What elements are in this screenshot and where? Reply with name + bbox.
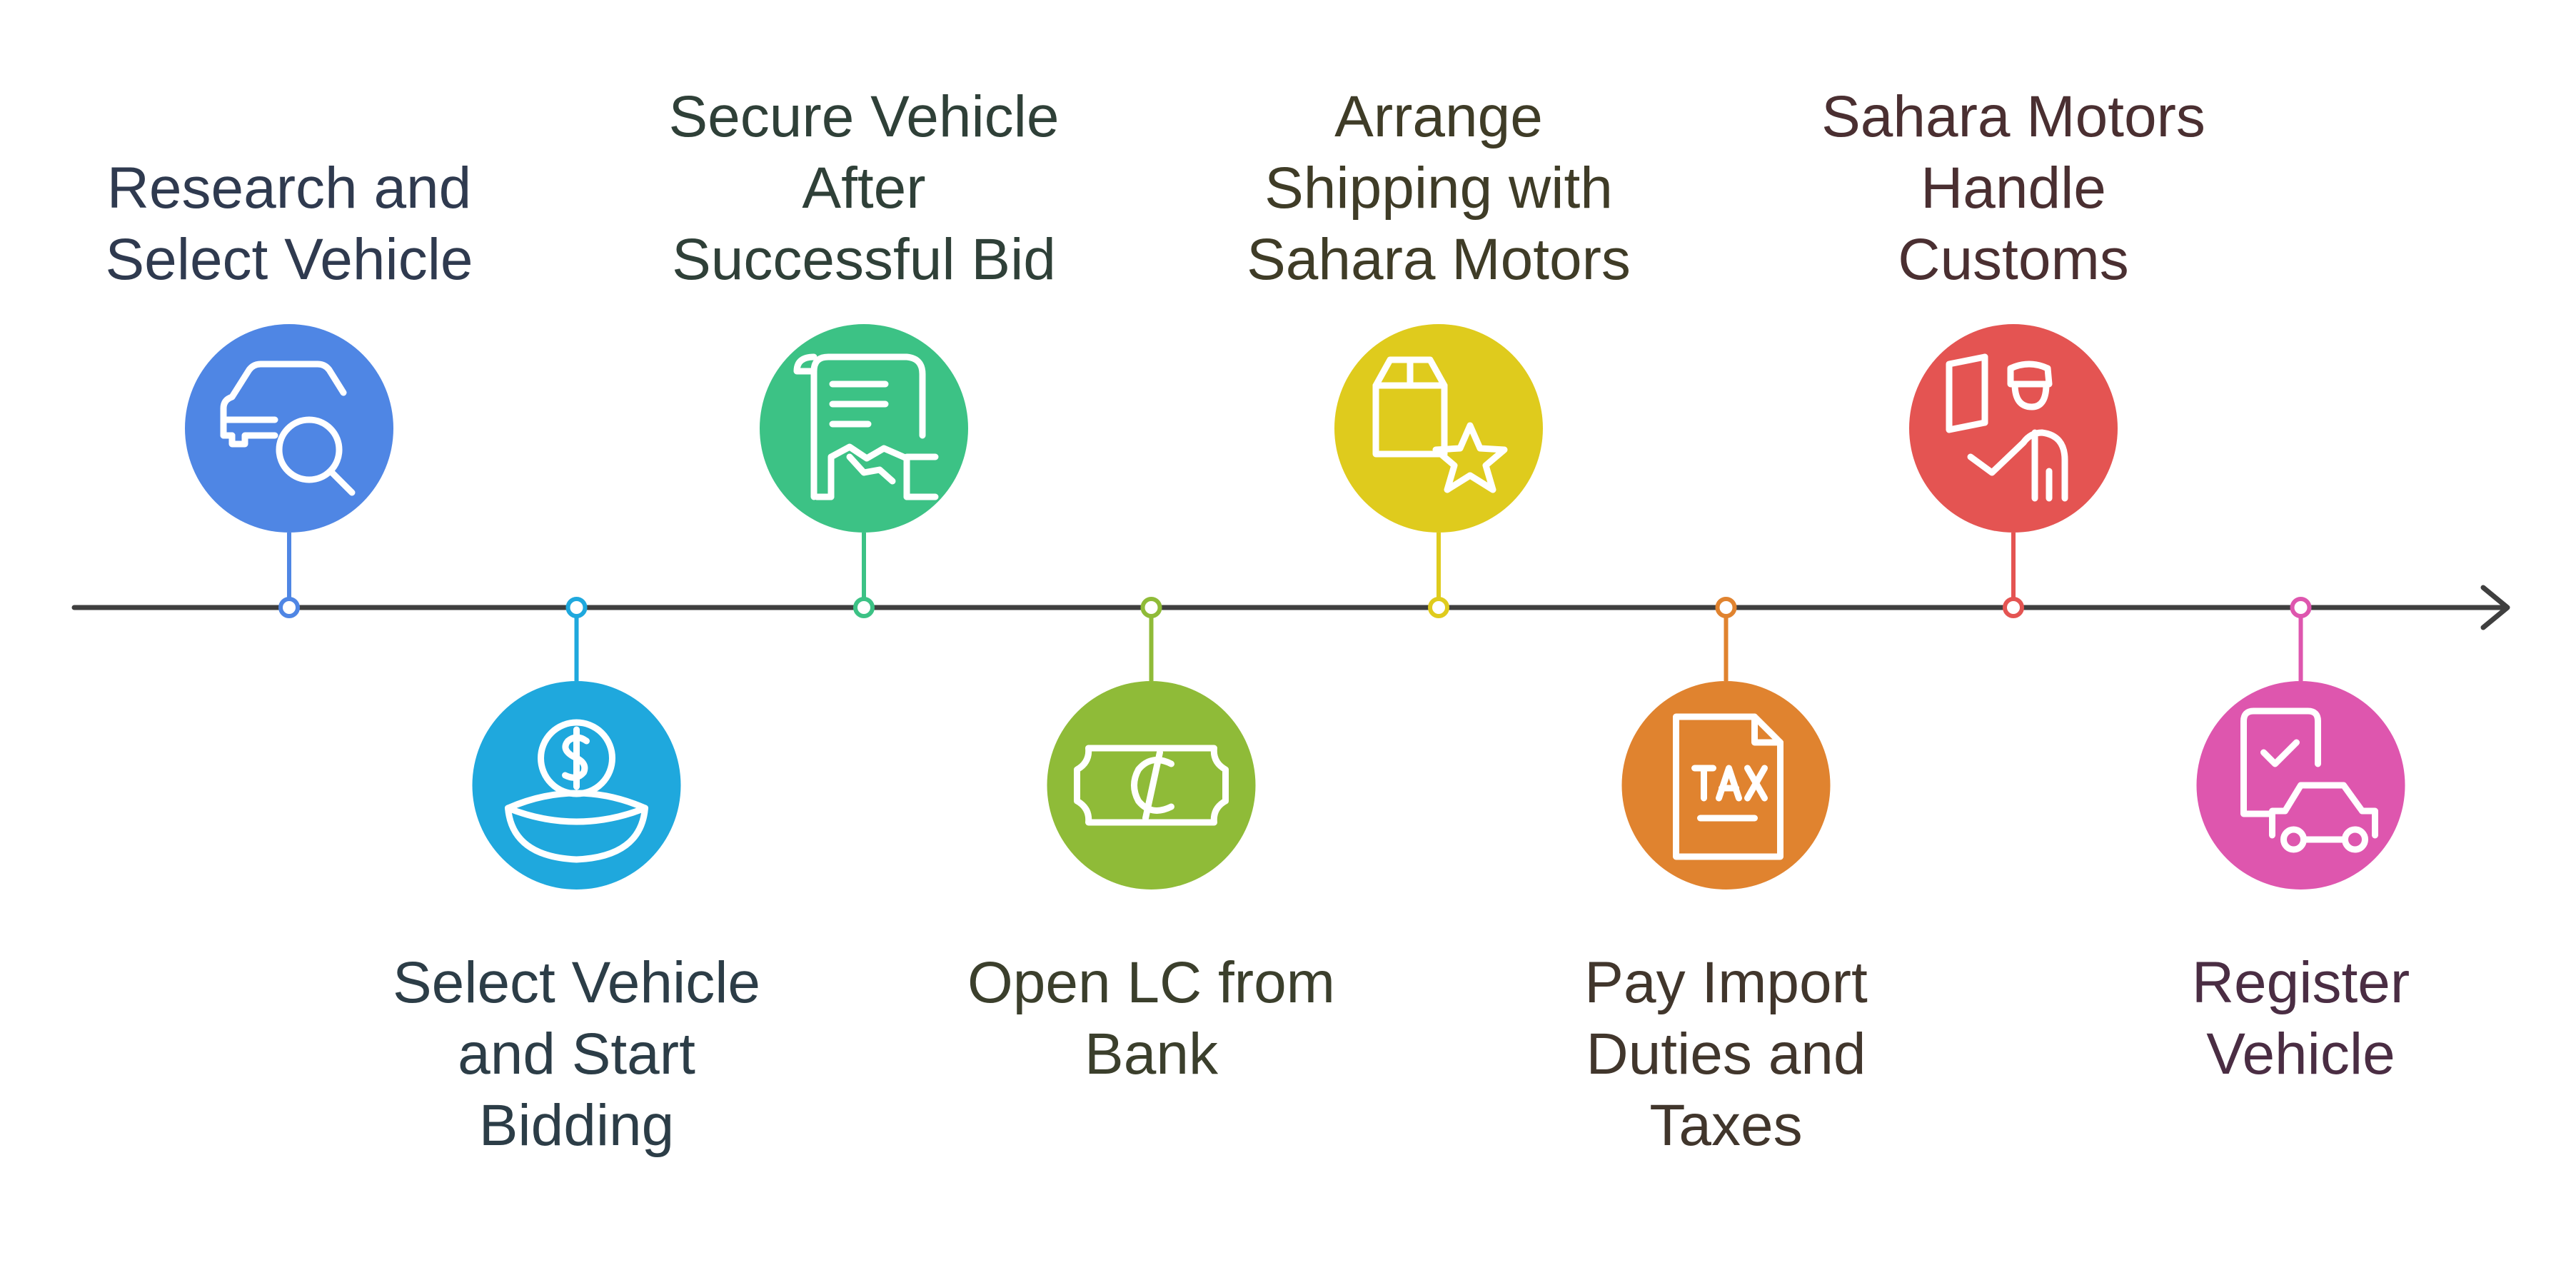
timeline-step-select-vehicle-start-bidding: [472, 597, 681, 890]
timeline-node: [853, 597, 875, 618]
tax-document-icon: [1673, 713, 1783, 860]
package-star-icon: [1372, 356, 1508, 493]
step-badge: [1334, 324, 1543, 533]
step-label-research-select-vehicle: Research and Select Vehicle: [105, 156, 473, 292]
step-label-select-vehicle-start-bidding: Select Vehicle and Start Bidding: [392, 950, 761, 1158]
timeline-step-sahara-handle-customs: [1909, 324, 2118, 618]
step-label-pay-import-duties: Pay Import Duties and Taxes: [1584, 950, 1868, 1158]
step-label-open-lc-from-bank: Open LC from Bank: [967, 950, 1335, 1087]
timeline-node: [1140, 597, 1162, 618]
step-label-sahara-handle-customs: Sahara Motors Handle Customs: [1821, 84, 2205, 292]
timeline-arrowhead: [2480, 585, 2510, 630]
step-label-secure-vehicle-after-bid: Secure Vehicle After Successful Bid: [668, 84, 1060, 292]
step-badge: [1909, 324, 2118, 533]
timeline-step-secure-vehicle-after-bid: [760, 324, 968, 618]
timeline-node: [1428, 597, 1449, 618]
timeline-step-research-select-vehicle: [185, 324, 393, 618]
cedi-banknote-icon: [1074, 745, 1229, 826]
step-label-register-vehicle: Register Vehicle: [2191, 950, 2410, 1087]
money-bowl-icon: [505, 719, 648, 863]
customs-officer-icon: [1946, 353, 2068, 502]
timeline-node: [278, 597, 300, 618]
timeline-node: [1715, 597, 1737, 618]
timeline-step-open-lc-from-bank: [1047, 597, 1256, 890]
timeline-step-pay-import-duties: [1621, 597, 1831, 890]
phone-car-check-icon: [2240, 707, 2378, 853]
timeline-step-register-vehicle: [2196, 597, 2405, 890]
timeline-step-arrange-shipping: [1334, 324, 1543, 618]
timeline-node: [2003, 597, 2024, 618]
contract-handshake-icon: [793, 353, 939, 500]
timeline-node: [2290, 597, 2312, 618]
timeline-node: [565, 597, 588, 618]
car-search-icon: [220, 361, 356, 496]
step-label-arrange-shipping: Arrange Shipping with Sahara Motors: [1247, 84, 1631, 292]
